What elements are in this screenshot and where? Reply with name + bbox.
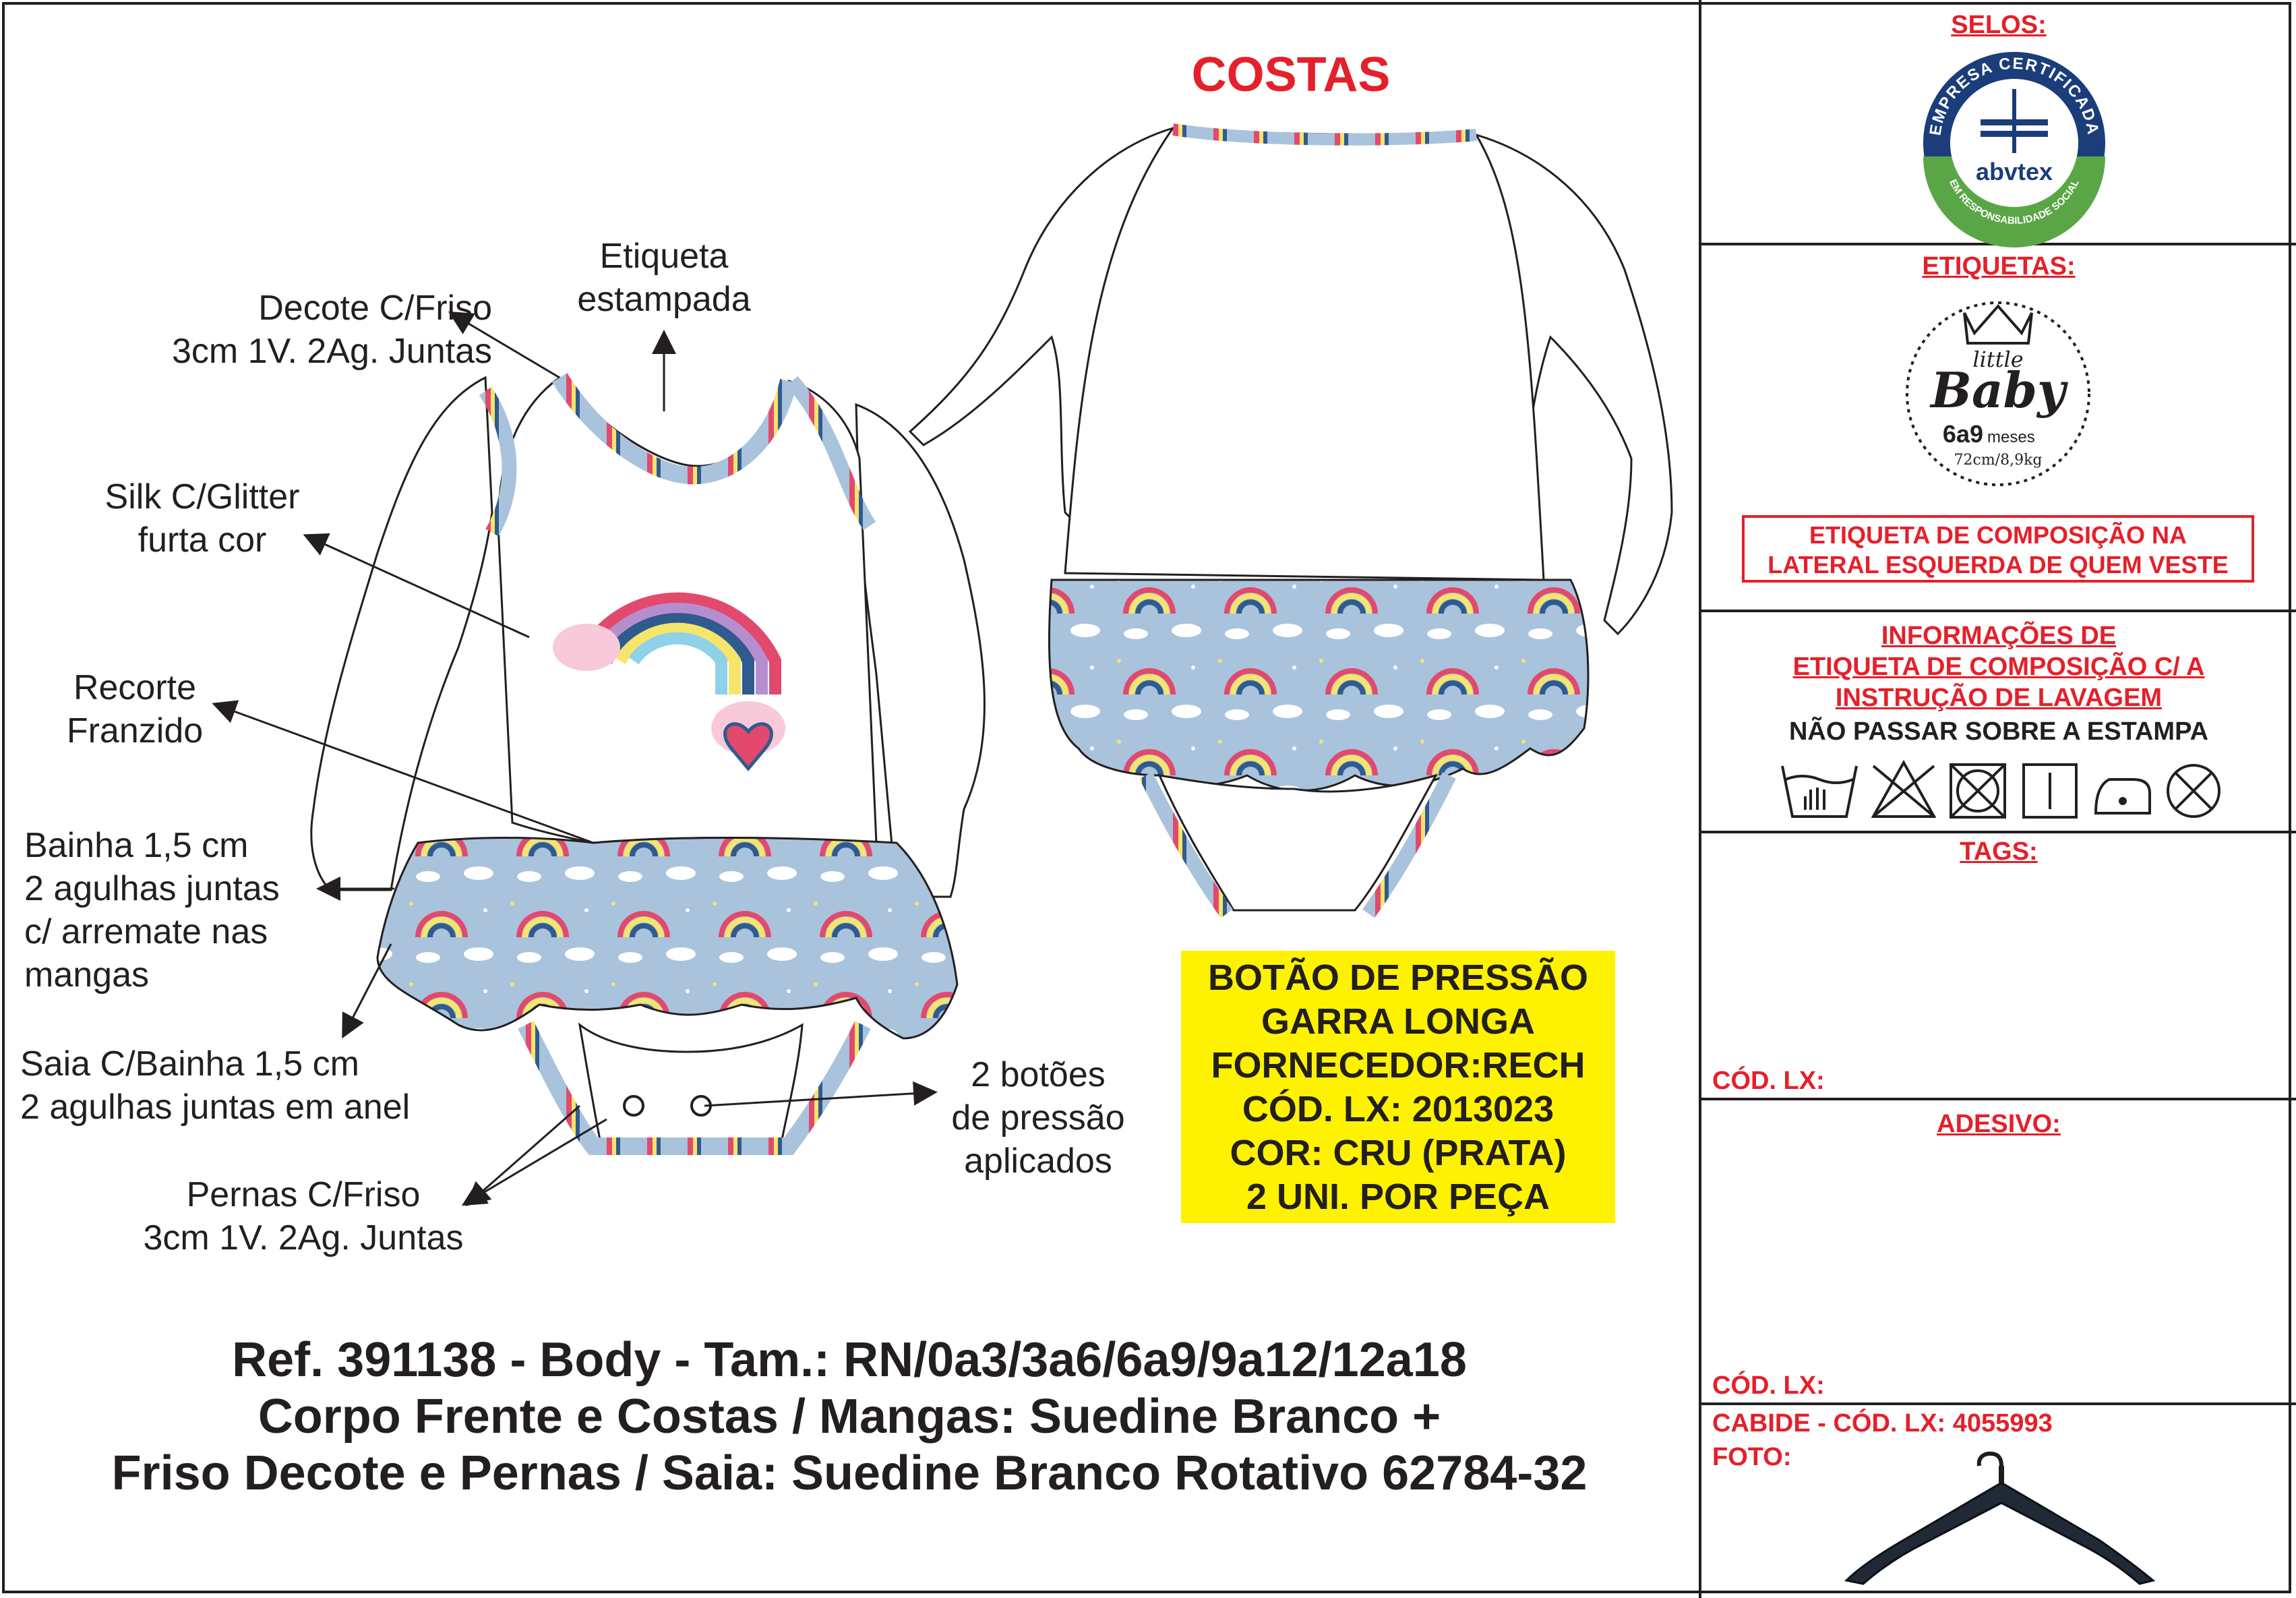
tags-section: TAGS: CÓD. LX: (1701, 833, 2296, 1100)
tags-cod-lx: CÓD. LX: (1712, 1067, 1825, 1095)
care-symbols-row (1781, 759, 2221, 819)
annotation-etiqueta: Etiqueta estampada (577, 237, 751, 319)
annotation-pernas: Pernas C/Friso 3cm 1V. 2Ag. Juntas (143, 1175, 464, 1257)
nao-passar-text: NÃO PASSAR SOBRE A ESTAMPA (1788, 717, 2209, 746)
tags-title: TAGS: (1960, 837, 2038, 866)
adesivo-title: ADESIVO: (1937, 1110, 2061, 1138)
no-dry-clean-icon (2167, 764, 2221, 818)
line-dry-icon (2022, 763, 2078, 819)
cabide-cod-lx: CABIDE - CÓD. LX: 4055993 (1712, 1409, 2053, 1438)
front-garment-illustration (310, 373, 986, 1155)
spec-sidebar: SELOS: EMPRESA CERTIFICADA EM RESPONSABI… (1699, 0, 2296, 1598)
label-little: little (1972, 347, 2023, 372)
rainbow-silk-print (553, 592, 785, 771)
annotation-recorte: Recorte Franzido (66, 668, 204, 750)
no-bleach-icon (1871, 759, 1937, 818)
front-left-sleeve (310, 376, 493, 891)
front-neck-trim (551, 373, 797, 485)
no-tumble-dry-icon (1950, 763, 2006, 819)
adesivo-cod-lx: CÓD. LX: (1712, 1371, 1825, 1400)
label-baby: Baby (1929, 361, 2068, 419)
snap-button (623, 1095, 644, 1117)
back-garment-illustration (908, 123, 1673, 918)
adesivo-section: ADESIVO: CÓD. LX: (1701, 1100, 2296, 1405)
selos-section: SELOS: EMPRESA CERTIFICADA EM RESPONSABI… (1701, 0, 2296, 247)
composicao-box: ETIQUETA DE COMPOSIÇÃO NA LATERAL ESQUER… (1742, 515, 2254, 583)
hanger-photo (1844, 1451, 2156, 1585)
care-info-title: INFORMAÇÕES DE ETIQUETA DE COMPOSIÇÃO C/… (1792, 622, 2205, 712)
seal-brand: abvtex (1976, 158, 2053, 185)
abvtex-seal: EMPRESA CERTIFICADA EM RESPONSABILIDADE … (1923, 52, 2105, 247)
annotation-bainha: Bainha 1,5 cm 2 agulhas juntas c/ arrema… (24, 826, 280, 995)
annotation-botoes: 2 botões de pressão aplicados (951, 1055, 1125, 1181)
snap-button-spec-box: BOTÃO DE PRESSÃO GARRA LONGA FORNECEDOR:… (1181, 951, 1615, 1223)
cabide-section: CABIDE - CÓD. LX: 4055993 FOTO: (1701, 1405, 2296, 1595)
reference-line: Friso Decote e Pernas / Saia: Suedine Br… (111, 1446, 1588, 1500)
annotation-decote: Decote C/Friso 3cm 1V. 2Ag. Juntas (171, 289, 492, 371)
back-ruffle-skirt (1048, 579, 1590, 792)
annotation-saia: Saia C/Bainha 1,5 cm 2 agulhas juntas em… (20, 1044, 411, 1127)
iron-low-icon (2094, 778, 2151, 815)
care-info-section: INFORMAÇÕES DE ETIQUETA DE COMPOSIÇÃO C/… (1701, 612, 2296, 833)
selos-title: SELOS: (1951, 11, 2047, 39)
front-right-sleeve (855, 403, 986, 898)
annotation-silk: Silk C/Glitter furta cor (104, 477, 300, 560)
little-baby-label-logo: little Baby 6a9 meses 72cm/8,9kg (1906, 301, 2090, 486)
product-reference: Ref. 391138 - Body - Tam.: RN/0a3/3a6/6a… (27, 1332, 1672, 1502)
reference-line: Corpo Frente e Costas / Mangas: Suedine … (258, 1390, 1441, 1444)
crown-icon (1963, 303, 2033, 345)
foto-label: FOTO: (1712, 1443, 1792, 1471)
hand-wash-icon (1781, 765, 1858, 818)
label-size: 6a9 (1943, 420, 1983, 448)
label-detail: 72cm/8,9kg (1954, 452, 2043, 469)
back-view-title: COSTAS (1191, 48, 1391, 102)
etiquetas-title: ETIQUETAS: (1922, 252, 2076, 280)
front-ruffle-skirt (376, 837, 959, 1040)
label-unit: meses (1987, 428, 2035, 446)
back-crotch (1157, 773, 1439, 912)
back-right-sleeve (1475, 133, 1673, 636)
reference-line: Ref. 391138 - Body - Tam.: RN/0a3/3a6/6a… (232, 1333, 1467, 1387)
technical-drawing-area: COSTAS (20, 48, 1673, 1502)
annotation-arrows (212, 311, 938, 1206)
etiquetas-section: ETIQUETAS: little Baby 6a9 meses 72cm/8,… (1701, 245, 2296, 612)
